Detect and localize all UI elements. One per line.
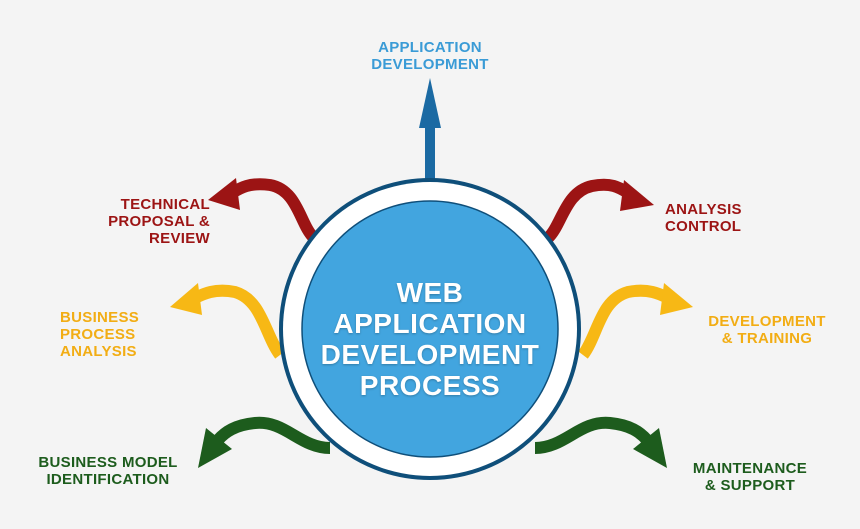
lower-left-curved-arrow-icon	[198, 416, 331, 468]
top-label: APPLICATION DEVELOPMENT	[371, 39, 489, 73]
middle-left-curved-arrow-icon	[170, 283, 285, 359]
upper-left-curved-arrow-icon	[208, 178, 319, 243]
top-arrow-icon	[419, 78, 441, 192]
lower-right-label: MAINTENANCE & SUPPORT	[692, 460, 808, 494]
upper-left-label: TECHNICAL PROPOSAL & REVIEW	[108, 196, 210, 247]
middle-right-label: DEVELOPMENT & TRAINING	[708, 313, 826, 347]
center-circle	[279, 178, 581, 480]
middle-right-curved-arrow-icon	[578, 283, 693, 359]
lower-left-label: BUSINESS MODEL IDENTIFICATION	[38, 454, 178, 488]
center-title: WEB APPLICATION DEVELOPMENT PROCESS	[320, 277, 540, 401]
middle-left-label: BUSINESS PROCESS ANALYSIS	[60, 309, 140, 360]
upper-right-label: ANALYSIS CONTROL	[665, 201, 742, 235]
lower-right-curved-arrow-icon	[534, 416, 667, 468]
upper-right-curved-arrow-icon	[543, 178, 654, 243]
